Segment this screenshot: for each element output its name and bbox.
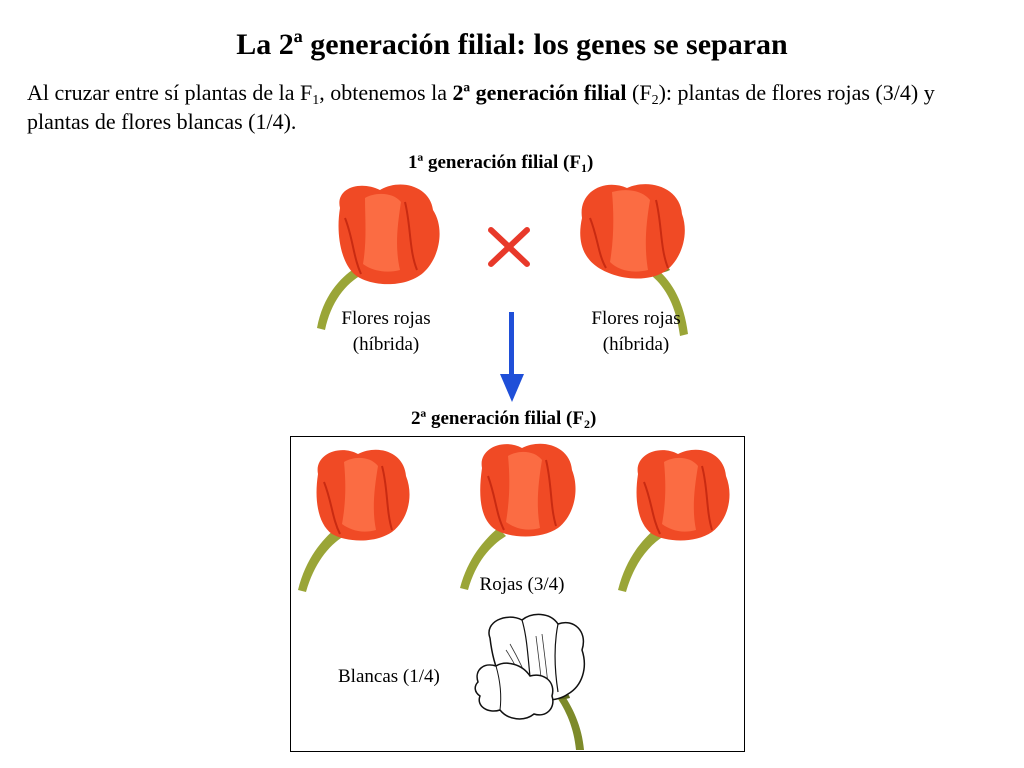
intro-text-1: Al cruzar entre sí plantas de la F [27,80,313,105]
left-parent-line1: Flores rojas [341,308,431,329]
intro-bold: 2ª generación filial [452,80,627,105]
f1-header: 1ª generación filial (F1) [408,152,593,174]
f1-header-text: 1ª generación filial (F [408,152,581,173]
cross-icon [488,227,530,267]
red-flower-icon [298,449,410,592]
red-flower-icon [618,449,730,592]
red-offspring-label: Rojas (3/4) [479,574,565,595]
white-offspring-label: Blancas (1/4) [338,666,440,687]
right-parent-line2: (híbrida) [602,334,670,355]
intro-paragraph: Al cruzar entre sí plantas de la F1, obt… [27,78,987,136]
f2-offspring-box [290,436,745,752]
page-title: La 2ª generación filial: los genes se se… [236,28,788,61]
intro-text-4: ): plantas de flores rojas (3/4) y plant… [27,80,935,134]
intro-text-2: , obtenemos la [319,80,453,105]
f1-header-sub: 1 [580,161,587,175]
red-flower-icon [460,443,576,590]
f2-header-sub: 2 [583,417,590,431]
intro-sub-2: 2 [651,93,659,108]
left-parent-label: Flores rojas (híbrida) [322,306,450,358]
right-parent-line1: Flores rojas [591,308,681,329]
right-parent-label: Flores rojas (híbrida) [572,306,700,358]
f2-header: 2ª generación filial (F2) [411,408,596,430]
intro-sub-1: 1 [312,93,320,108]
red-flower-icon [317,184,440,330]
arrow-down-icon [500,312,524,402]
white-flower-icon [474,613,586,750]
left-parent-line2: (híbrida) [352,334,420,355]
f2-header-close: ) [589,408,597,429]
f2-header-text: 2ª generación filial (F [411,408,584,429]
f1-header-close: ) [586,152,594,173]
intro-text-3: (F [626,80,652,105]
red-flower-icon [580,184,688,336]
